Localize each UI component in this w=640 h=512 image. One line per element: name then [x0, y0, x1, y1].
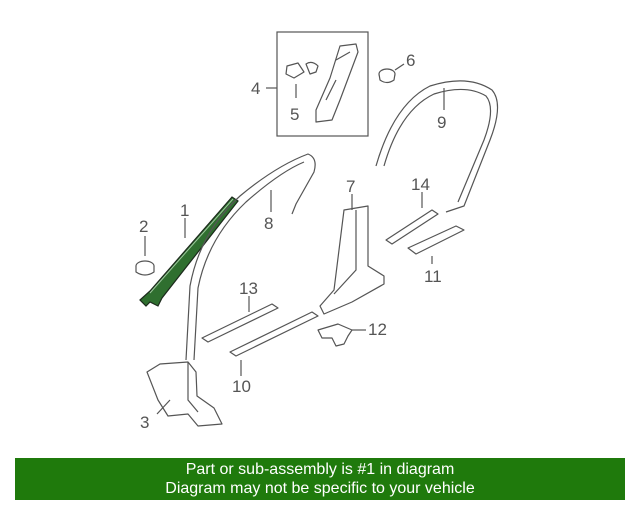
part-12-bracket[interactable]	[317, 323, 353, 347]
leader-6	[394, 63, 405, 71]
callout-3[interactable]: 3	[140, 413, 149, 432]
callout-13[interactable]: 13	[239, 279, 258, 298]
callout-2[interactable]: 2	[139, 217, 148, 236]
part-6-cap[interactable]	[378, 68, 396, 84]
part-9-rear-weatherstrip[interactable]	[375, 80, 499, 213]
parts-diagram: 1 2 3 4 5 6 7 8	[135, 31, 499, 432]
info-banner: Part or sub-assembly is #1 in diagram Di…	[15, 458, 625, 500]
callout-12[interactable]: 12	[368, 320, 387, 339]
part-14-rear-step[interactable]	[385, 209, 439, 245]
callout-7[interactable]: 7	[346, 177, 355, 196]
part-8-front-weatherstrip[interactable]	[185, 153, 316, 361]
part-11-rear-scuff[interactable]	[407, 225, 465, 255]
part-5-clip[interactable]	[285, 61, 319, 79]
leader-3	[156, 399, 171, 415]
part-7-b-pillar-trim[interactable]	[319, 205, 385, 315]
part-2-clip[interactable]	[135, 260, 155, 276]
callout-5[interactable]: 5	[290, 105, 299, 124]
callout-14[interactable]: 14	[411, 175, 430, 194]
callout-11[interactable]: 11	[424, 267, 442, 286]
callout-6[interactable]: 6	[406, 51, 415, 70]
part-13-front-step[interactable]	[201, 303, 279, 343]
part-3-kick-panel[interactable]	[146, 361, 223, 427]
callout-4[interactable]: 4	[251, 79, 260, 98]
banner-line-2: Diagram may not be specific to your vehi…	[165, 480, 475, 497]
part-4-upper-trim[interactable]	[315, 43, 359, 123]
banner-line-1: Part or sub-assembly is #1 in diagram	[185, 461, 455, 478]
callout-10[interactable]: 10	[232, 377, 251, 396]
callout-1[interactable]: 1	[180, 201, 189, 220]
callout-9[interactable]: 9	[437, 113, 446, 132]
part-1-a-pillar-trim[interactable]	[139, 196, 239, 307]
part-4-box	[276, 31, 369, 137]
part-10-front-sill[interactable]	[229, 311, 319, 357]
callout-8[interactable]: 8	[264, 214, 273, 233]
